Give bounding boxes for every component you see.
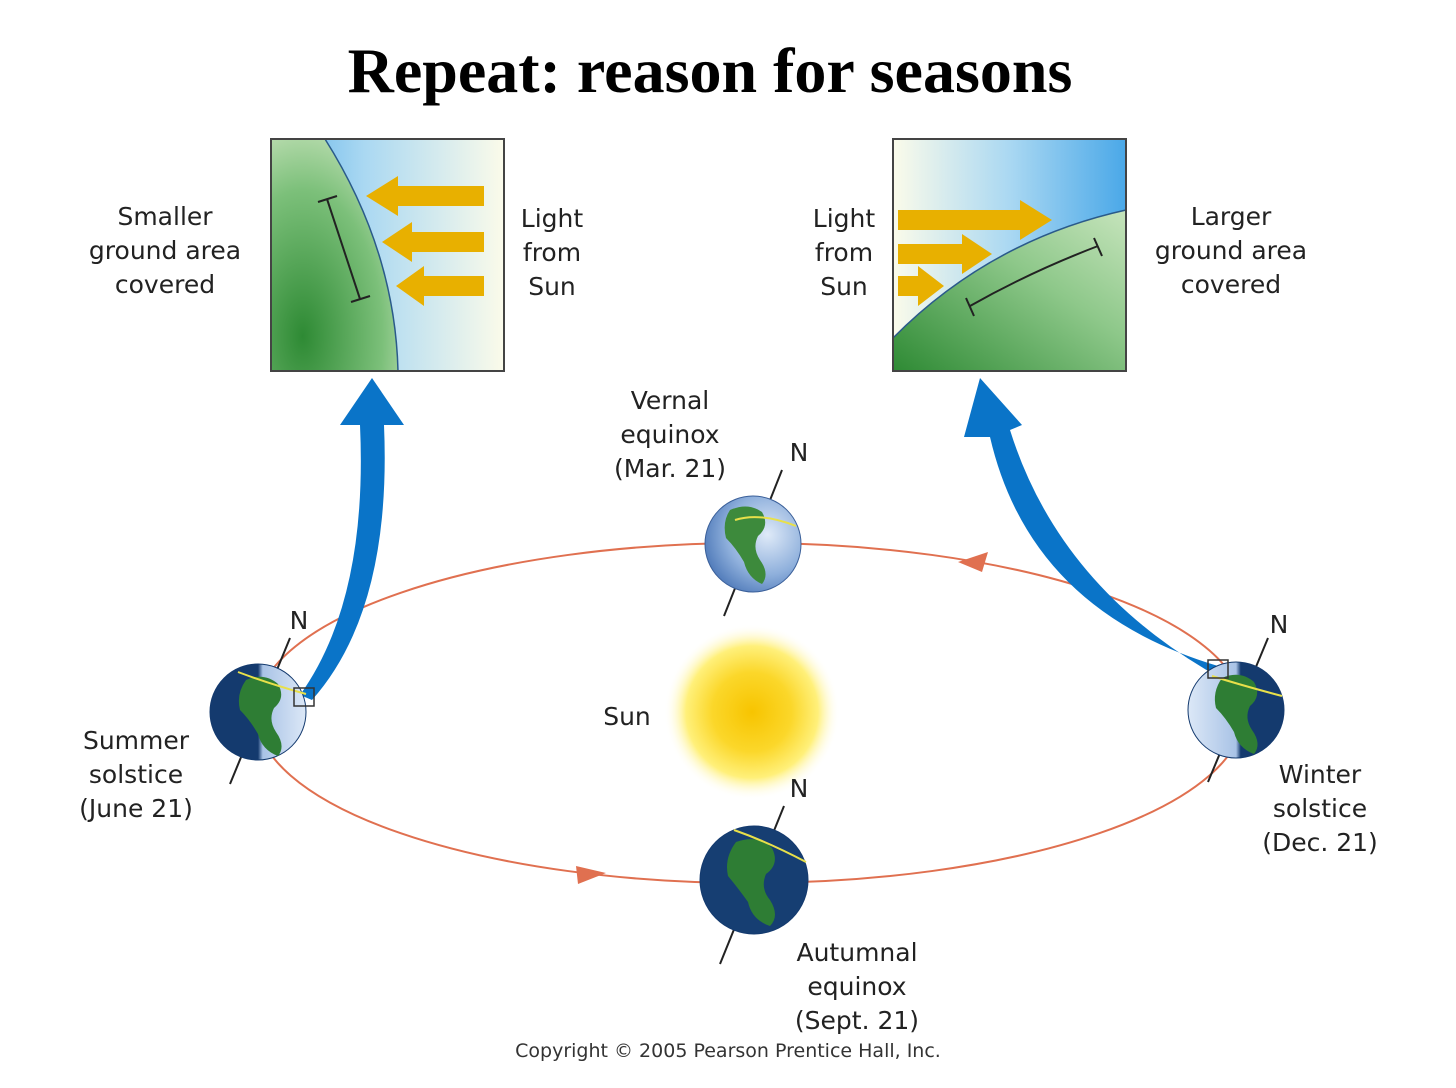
sun-label: Sun <box>603 702 651 731</box>
north-label-summer: N <box>289 606 309 635</box>
light-from-sun-label-right: Light from Sun <box>812 204 876 301</box>
north-label-vernal: N <box>789 438 809 467</box>
zoom-arrow-left <box>300 378 404 700</box>
winter-inset-panel <box>892 138 1127 372</box>
vernal-equinox-label: Vernal equinox (Mar. 21) <box>613 386 727 483</box>
sunlight-arrows-left <box>366 176 484 306</box>
sunlight-arrows-right <box>898 200 1052 306</box>
earth-autumnal <box>699 805 809 965</box>
sun-icon <box>664 624 840 800</box>
page-title: Repeat: reason for seasons <box>347 35 1073 106</box>
orbit-direction-arrow-top <box>958 552 988 572</box>
earth-winter <box>1187 637 1285 783</box>
earth-summer <box>209 637 315 785</box>
larger-area-label: Larger ground area covered <box>1154 202 1308 299</box>
copyright-text: Copyright © 2005 Pearson Prentice Hall, … <box>515 1040 941 1062</box>
winter-solstice-label: Winter solstice (Dec. 21) <box>1262 760 1378 857</box>
summer-inset-panel <box>270 138 505 372</box>
orbit-direction-arrow-bottom <box>576 866 606 884</box>
light-from-sun-label-left: Light from Sun <box>520 204 584 301</box>
zoom-arrow-right <box>964 378 1224 680</box>
north-label-winter: N <box>1269 610 1289 639</box>
autumnal-equinox-label: Autumnal equinox (Sept. 21) <box>794 938 920 1035</box>
earth-vernal <box>704 469 802 617</box>
smaller-area-label: Smaller ground area covered <box>88 202 242 299</box>
north-label-autumnal: N <box>789 774 809 803</box>
summer-solstice-label: Summer solstice (June 21) <box>79 726 193 823</box>
